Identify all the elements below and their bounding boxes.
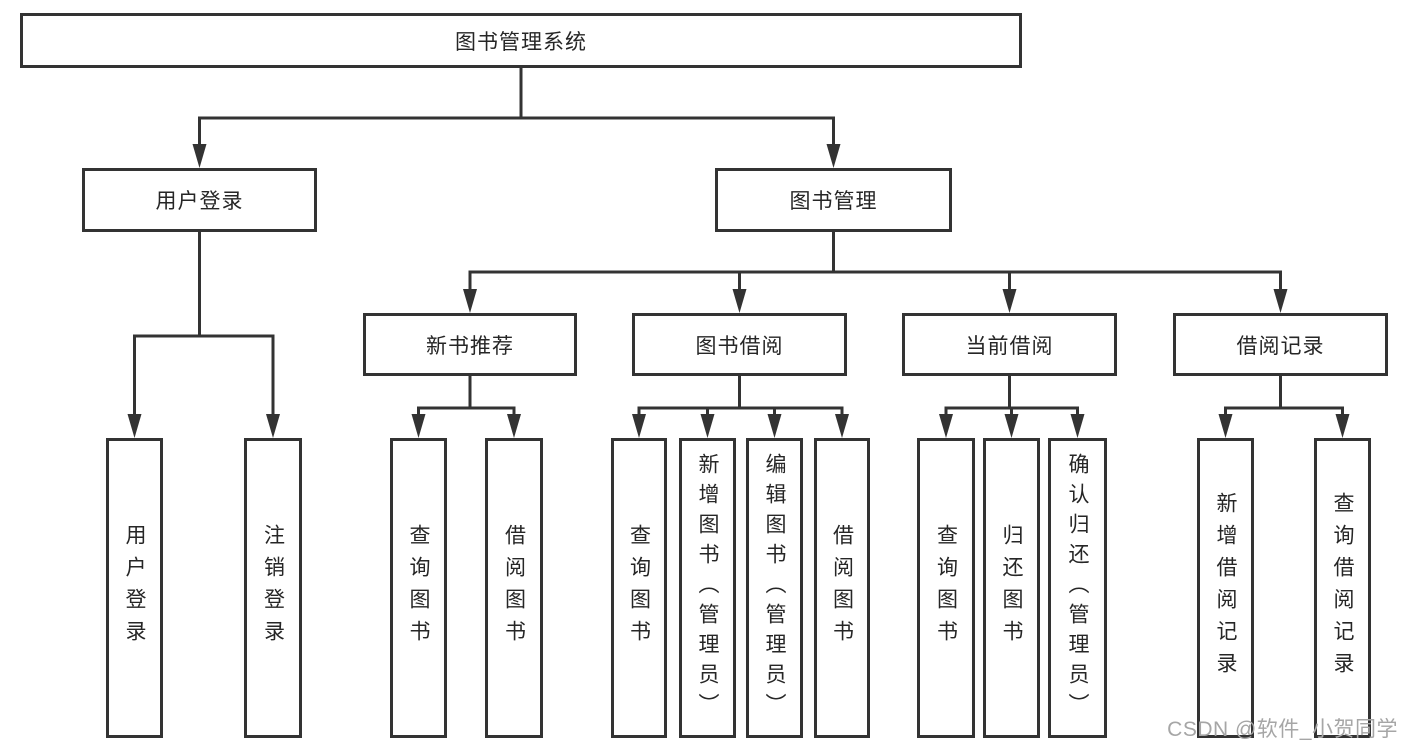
arrowhead-icon [835, 414, 849, 438]
arrowhead-icon [192, 144, 207, 168]
node-logout-action: 注销登录 [244, 438, 302, 738]
node-label: 查询借阅记录 [1331, 492, 1354, 684]
node-label: 查询图书 [407, 524, 430, 652]
node-label: 借阅图书 [830, 524, 854, 652]
node-label: 新增借阅记录 [1214, 492, 1237, 684]
node-label: 查询图书 [627, 524, 651, 652]
node-query-books-borrowing: 查询图书 [611, 438, 667, 738]
arrowhead-icon [127, 414, 142, 438]
node-add-borrowing-record: 新增借阅记录 [1197, 438, 1254, 738]
arrowhead-icon [826, 144, 841, 168]
node-label: 当前借阅 [965, 334, 1054, 358]
node-label: 用户登录 [123, 524, 146, 652]
arrowhead-icon [1004, 414, 1019, 438]
node-book-management: 图书管理 [715, 168, 952, 232]
node-confirm-return-admin: 确认归还（管理员） [1048, 438, 1107, 738]
arrowhead-icon [266, 414, 280, 438]
arrowhead-icon [463, 289, 477, 313]
node-label: 注销登录 [261, 524, 285, 652]
arrowhead-icon [411, 414, 426, 438]
arrowhead-icon [1218, 414, 1233, 438]
node-label: 图书管理系统 [455, 30, 587, 54]
arrowhead-icon [1273, 289, 1288, 313]
node-return-books: 归还图书 [983, 438, 1040, 738]
node-new-book-recommend: 新书推荐 [363, 313, 577, 376]
node-query-books-recommend: 查询图书 [390, 438, 447, 738]
node-library-management-system: 图书管理系统 [20, 13, 1022, 68]
node-label: 借阅记录 [1236, 334, 1325, 358]
node-user-login: 用户登录 [82, 168, 317, 232]
watermark: CSDN @软件_小贺同学 [1167, 718, 1398, 741]
node-label: 图书借阅 [695, 334, 784, 358]
node-label: 图书管理 [789, 190, 878, 213]
arrowhead-icon [632, 414, 646, 438]
node-add-books-admin: 新增图书（管理员） [679, 438, 736, 738]
node-label: 用户登录 [155, 190, 244, 213]
node-label: 编辑图书（管理员） [763, 453, 786, 723]
node-current-borrowing: 当前借阅 [902, 313, 1117, 376]
node-borrowing-records: 借阅记录 [1173, 313, 1388, 376]
node-label: 新增图书（管理员） [696, 453, 719, 723]
node-user-login-action: 用户登录 [106, 438, 163, 738]
arrowhead-icon [700, 414, 715, 438]
node-label: 新书推荐 [426, 334, 514, 358]
node-query-books-current: 查询图书 [917, 438, 975, 738]
node-label: 归还图书 [1000, 524, 1023, 652]
node-book-borrowing: 图书借阅 [632, 313, 847, 376]
arrowhead-icon [1002, 289, 1017, 313]
node-label: 确认归还（管理员） [1066, 453, 1089, 723]
arrowhead-icon [939, 414, 953, 438]
arrowhead-icon [1335, 414, 1350, 438]
arrowhead-icon [767, 414, 782, 438]
node-query-borrowing-record: 查询借阅记录 [1314, 438, 1371, 738]
node-label: 借阅图书 [502, 524, 526, 652]
arrowhead-icon [1070, 414, 1085, 438]
node-borrow-books-borrowing: 借阅图书 [814, 438, 870, 738]
node-edit-books-admin: 编辑图书（管理员） [746, 438, 803, 738]
node-borrow-books-recommend: 借阅图书 [485, 438, 543, 738]
arrowhead-icon [732, 289, 747, 313]
node-label: 查询图书 [934, 524, 958, 652]
arrowhead-icon [507, 414, 521, 438]
